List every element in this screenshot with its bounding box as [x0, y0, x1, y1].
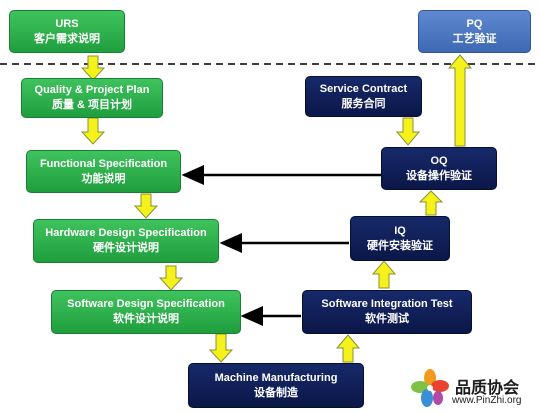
software-spec-box: Software Design Specification 软件设计说明: [51, 290, 241, 334]
quality-plan-subtitle: 质量 & 项目计划: [51, 99, 133, 111]
watermark-name: 品质协会: [455, 378, 520, 397]
manufacturing-subtitle: 设备制造: [254, 386, 298, 399]
yellow-arrow-software-to-manufacturing: [208, 333, 234, 363]
yellow-arrow-integration-to-iq: [371, 260, 397, 289]
service-contract-box: Service Contract 服务合同: [305, 76, 422, 117]
software-spec-subtitle: 软件设计说明: [113, 313, 179, 325]
iq-subtitle: 硬件安装验证: [367, 239, 433, 252]
oq-subtitle: 设备操作验证: [406, 169, 472, 182]
yellow-arrow-urs-to-plan: [80, 55, 106, 81]
integration-test-subtitle: 软件测试: [365, 313, 409, 325]
urs-subtitle: 客户需求说明: [34, 32, 100, 45]
yellow-arrow-functional-to-hardware: [133, 193, 159, 219]
pinzhi-logo-icon: [411, 369, 449, 407]
hardware-spec-title: Hardware Design Specification: [45, 227, 207, 239]
functional-spec-box: Functional Specification 功能说明: [26, 150, 181, 193]
hardware-spec-box: Hardware Design Specification 硬件设计说明: [33, 219, 219, 263]
watermark-url: www.PinZhi.org: [452, 395, 522, 406]
functional-spec-subtitle: 功能说明: [81, 172, 126, 185]
manufacturing-box: Machine Manufacturing 设备制造: [188, 363, 364, 408]
iq-title: IQ: [394, 224, 406, 237]
software-spec-title: Software Design Specification: [67, 298, 225, 310]
integration-test-box: Software Integration Test 软件测试: [302, 290, 472, 334]
yellow-arrow-oq-to-pq: [447, 54, 473, 147]
urs-box: URS 客户需求说明: [9, 10, 125, 53]
hardware-spec-subtitle: 硬件设计说明: [93, 242, 159, 254]
oq-box: OQ 设备操作验证: [381, 147, 497, 190]
service-contract-subtitle: 服务合同: [341, 97, 386, 110]
oq-title: OQ: [430, 154, 448, 167]
pq-subtitle: 工艺验证: [452, 32, 497, 45]
pq-title: PQ: [466, 17, 483, 30]
quality-plan-title: Quality & Project Plan: [34, 84, 150, 96]
yellow-arrow-iq-to-oq: [418, 190, 444, 216]
integration-test-title: Software Integration Test: [321, 298, 453, 310]
urs-title: URS: [55, 17, 79, 30]
iq-box: IQ 硬件安装验证: [350, 216, 450, 261]
manufacturing-title: Machine Manufacturing: [214, 371, 338, 384]
yellow-arrow-contract-to-oq: [395, 117, 421, 146]
yellow-arrow-plan-to-functional: [80, 117, 106, 145]
service-contract-title: Service Contract: [319, 82, 408, 95]
functional-spec-title: Functional Specification: [39, 157, 168, 170]
pq-box: PQ 工艺验证: [418, 10, 531, 53]
yellow-arrow-hardware-to-software: [158, 265, 184, 291]
yellow-arrow-manufacturing-to-integration: [335, 334, 361, 363]
quality-plan-box: Quality & Project Plan 质量 & 项目计划: [21, 78, 163, 118]
